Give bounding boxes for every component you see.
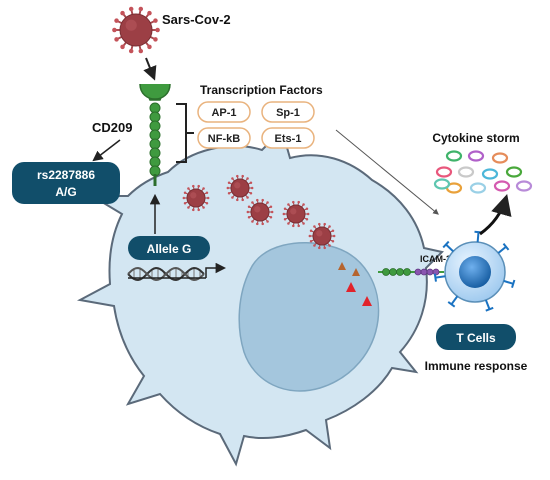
tf-title: Transcription Factors	[200, 83, 323, 97]
virus-label: Sars-Cov-2	[162, 12, 231, 27]
cytokine-storm-label: Cytokine storm	[432, 131, 519, 145]
snp-box	[12, 162, 120, 204]
virus-icon	[112, 6, 160, 54]
immune-response-label: Immune response	[425, 359, 528, 373]
tcells-label: T Cells	[456, 331, 496, 345]
cd209-receptor-icon	[139, 83, 171, 186]
tf-to-tcell-arrow	[335, 129, 439, 215]
icam3-label: ICAM-3	[420, 254, 451, 264]
svg-text:Sp-1: Sp-1	[276, 107, 300, 119]
tf-bracket	[176, 103, 194, 163]
dna-helix-icon	[127, 266, 206, 282]
receptor-to-snp-arrow	[92, 139, 121, 162]
svg-text:Ets-1: Ets-1	[275, 133, 302, 145]
virus-to-receptor-arrow	[143, 57, 157, 81]
allele-box	[128, 236, 210, 260]
svg-text:AP-1: AP-1	[211, 107, 236, 119]
antigen-triangles	[338, 262, 372, 306]
tf-pill-ap1: AP-1	[197, 101, 251, 123]
tcell-to-cytokine-arrow	[479, 193, 512, 236]
icam3-receptor	[378, 268, 444, 276]
transcription-start-arrow	[205, 262, 227, 278]
cd209-label: CD209	[92, 120, 132, 135]
t-cell-icon	[433, 230, 516, 312]
allele-label: Allele G	[147, 242, 192, 256]
snp-id: rs2287886	[37, 168, 95, 182]
cytokine-particles	[433, 150, 533, 194]
internal-virus-particles	[182, 174, 336, 250]
tf-pill-sp1: Sp-1	[261, 101, 315, 123]
tf-pill-nfkb: NF-kB	[197, 127, 251, 149]
tcells-box	[436, 324, 516, 350]
snp-alleles: A/G	[55, 185, 76, 199]
svg-text:NF-kB: NF-kB	[208, 133, 240, 145]
tf-pill-ets1: Ets-1	[261, 127, 315, 149]
